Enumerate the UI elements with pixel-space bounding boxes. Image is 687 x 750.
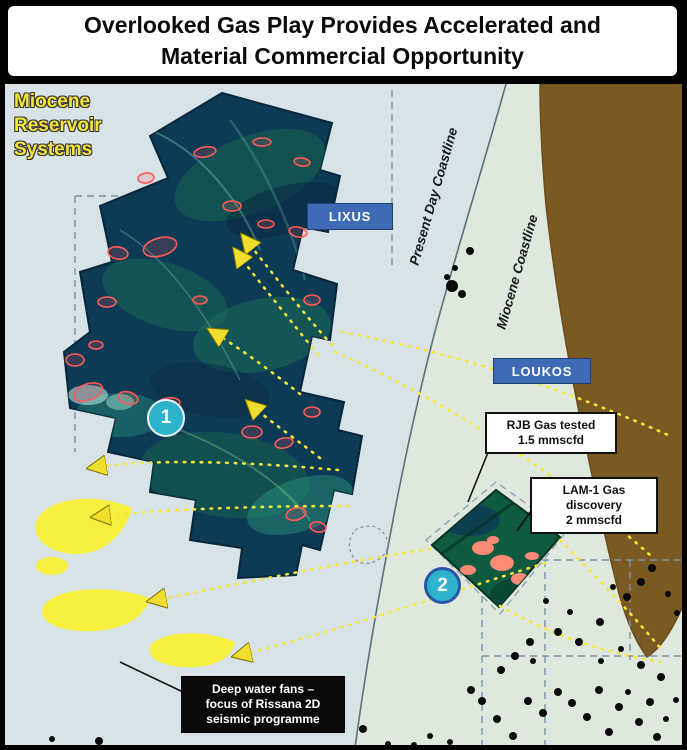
well-dot — [567, 609, 573, 615]
slide-title-line-1: Overlooked Gas Play Provides Accelerated… — [84, 12, 601, 38]
well-dot — [583, 713, 591, 721]
callout-lam1-line-1: LAM-1 Gas — [562, 483, 626, 497]
callout-rjb-line-1: RJB Gas tested — [506, 418, 596, 432]
area-badge-2: 2 — [424, 567, 461, 604]
callout-deep-water-fans: Deep water fans – focus of Rissana 2D se… — [181, 676, 345, 733]
callout-lam1-gas: LAM-1 Gas discovery 2 mmscfd — [530, 477, 658, 534]
well-dot — [625, 689, 631, 695]
callout-fans-line-1: Deep water fans – — [211, 682, 315, 696]
well-dot — [657, 673, 665, 681]
well-dot — [427, 733, 433, 739]
legend-line-3: Systems — [14, 139, 93, 160]
well-dot — [637, 578, 645, 586]
well-dot — [575, 638, 583, 646]
well-dot — [509, 732, 517, 740]
well-dot — [615, 703, 623, 711]
well-dot — [49, 736, 55, 742]
well-dot — [524, 697, 532, 705]
well-dot — [673, 697, 679, 703]
area-badge-1: 1 — [147, 399, 185, 437]
well-dot — [598, 658, 604, 664]
well-dot — [452, 265, 458, 271]
well-dot — [444, 274, 450, 280]
well-dot — [554, 628, 562, 636]
well-dot — [595, 686, 603, 694]
callout-rjb-line-2: 1.5 mmscfd — [517, 433, 585, 447]
callout-rjb-gas: RJB Gas tested 1.5 mmscfd — [485, 412, 617, 454]
migration-arrows — [90, 236, 547, 656]
dashed-feature-outline — [348, 525, 389, 565]
well-dot — [446, 280, 458, 292]
well-dot — [467, 686, 475, 694]
well-dot — [635, 718, 643, 726]
present-day-coastline-line — [354, 84, 507, 745]
legend-line-2: Reservoir — [14, 115, 102, 136]
legend-miocene-reservoir-systems: Miocene Reservoir Systems — [14, 90, 102, 162]
well-dot — [637, 661, 645, 669]
callout-lam1-line-3: 2 mmscfd — [565, 513, 623, 527]
well-dot — [466, 247, 474, 255]
well-dot — [493, 715, 501, 723]
callout-lam1-line-2: discovery — [565, 498, 623, 512]
well-dot — [458, 290, 466, 298]
survey-1-texture — [68, 119, 353, 536]
well-dot — [610, 584, 616, 590]
well-dot — [623, 593, 631, 601]
slide-title: Overlooked Gas Play Provides Accelerated… — [8, 6, 677, 76]
seismic-survey-1 — [62, 91, 364, 580]
well-dot — [411, 742, 417, 745]
well-dot — [539, 709, 547, 717]
well-dot — [653, 733, 661, 741]
well-dot — [497, 666, 505, 674]
license-label-lixus: LIXUS — [307, 203, 393, 230]
legend-line-1: Miocene — [14, 91, 91, 112]
amplitude-anomaly-outlines — [65, 137, 327, 533]
well-dot — [543, 598, 549, 604]
well-dot — [596, 618, 604, 626]
well-dot — [385, 741, 391, 745]
well-dot — [646, 698, 654, 706]
well-dot — [674, 610, 680, 616]
license-label-loukos: LOUKOS — [493, 358, 591, 384]
well-dot — [568, 699, 576, 707]
well-dot — [526, 638, 534, 646]
well-dot — [618, 646, 624, 652]
well-dot — [530, 658, 536, 664]
well-dot — [511, 652, 519, 660]
well-dot — [478, 697, 486, 705]
well-dot — [95, 737, 103, 745]
slide-title-line-2: Material Commercial Opportunity — [161, 43, 524, 69]
callout-fans-line-3: seismic programme — [206, 712, 320, 726]
well-dot — [359, 725, 367, 733]
well-dot — [554, 688, 562, 696]
callout-fans-line-2: focus of Rissana 2D — [205, 697, 321, 711]
well-dot — [665, 591, 671, 597]
well-dot — [663, 716, 669, 722]
well-dot — [447, 739, 453, 745]
well-dot — [605, 728, 613, 736]
well-dot — [648, 564, 656, 572]
